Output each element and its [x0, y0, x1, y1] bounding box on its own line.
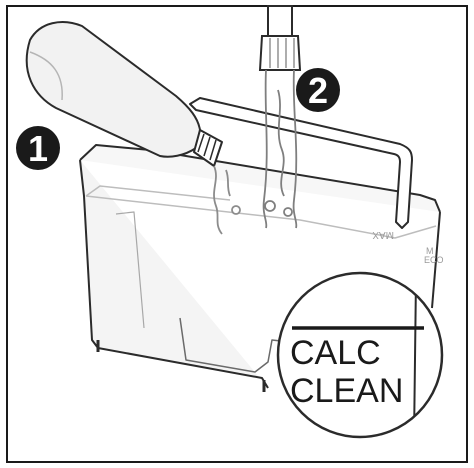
step-2-badge: 2	[296, 68, 340, 112]
side-mark-2: ECO	[424, 255, 444, 265]
step-1-badge: 1	[16, 126, 60, 170]
step-2-number: 2	[308, 70, 328, 111]
step-1-number: 1	[28, 128, 48, 169]
faucet-icon	[258, 5, 302, 71]
pouring-liquid	[213, 165, 241, 235]
zoom-callout: CALC CLEAN	[276, 271, 444, 439]
water-stream	[262, 69, 298, 229]
calc-label: CALC	[290, 334, 381, 372]
bottle-icon	[25, 21, 223, 167]
side-mark-1: M	[426, 246, 434, 256]
clean-label: CLEAN	[290, 372, 403, 410]
tank-handle	[189, 97, 413, 229]
max-mark: MAX	[372, 229, 394, 240]
